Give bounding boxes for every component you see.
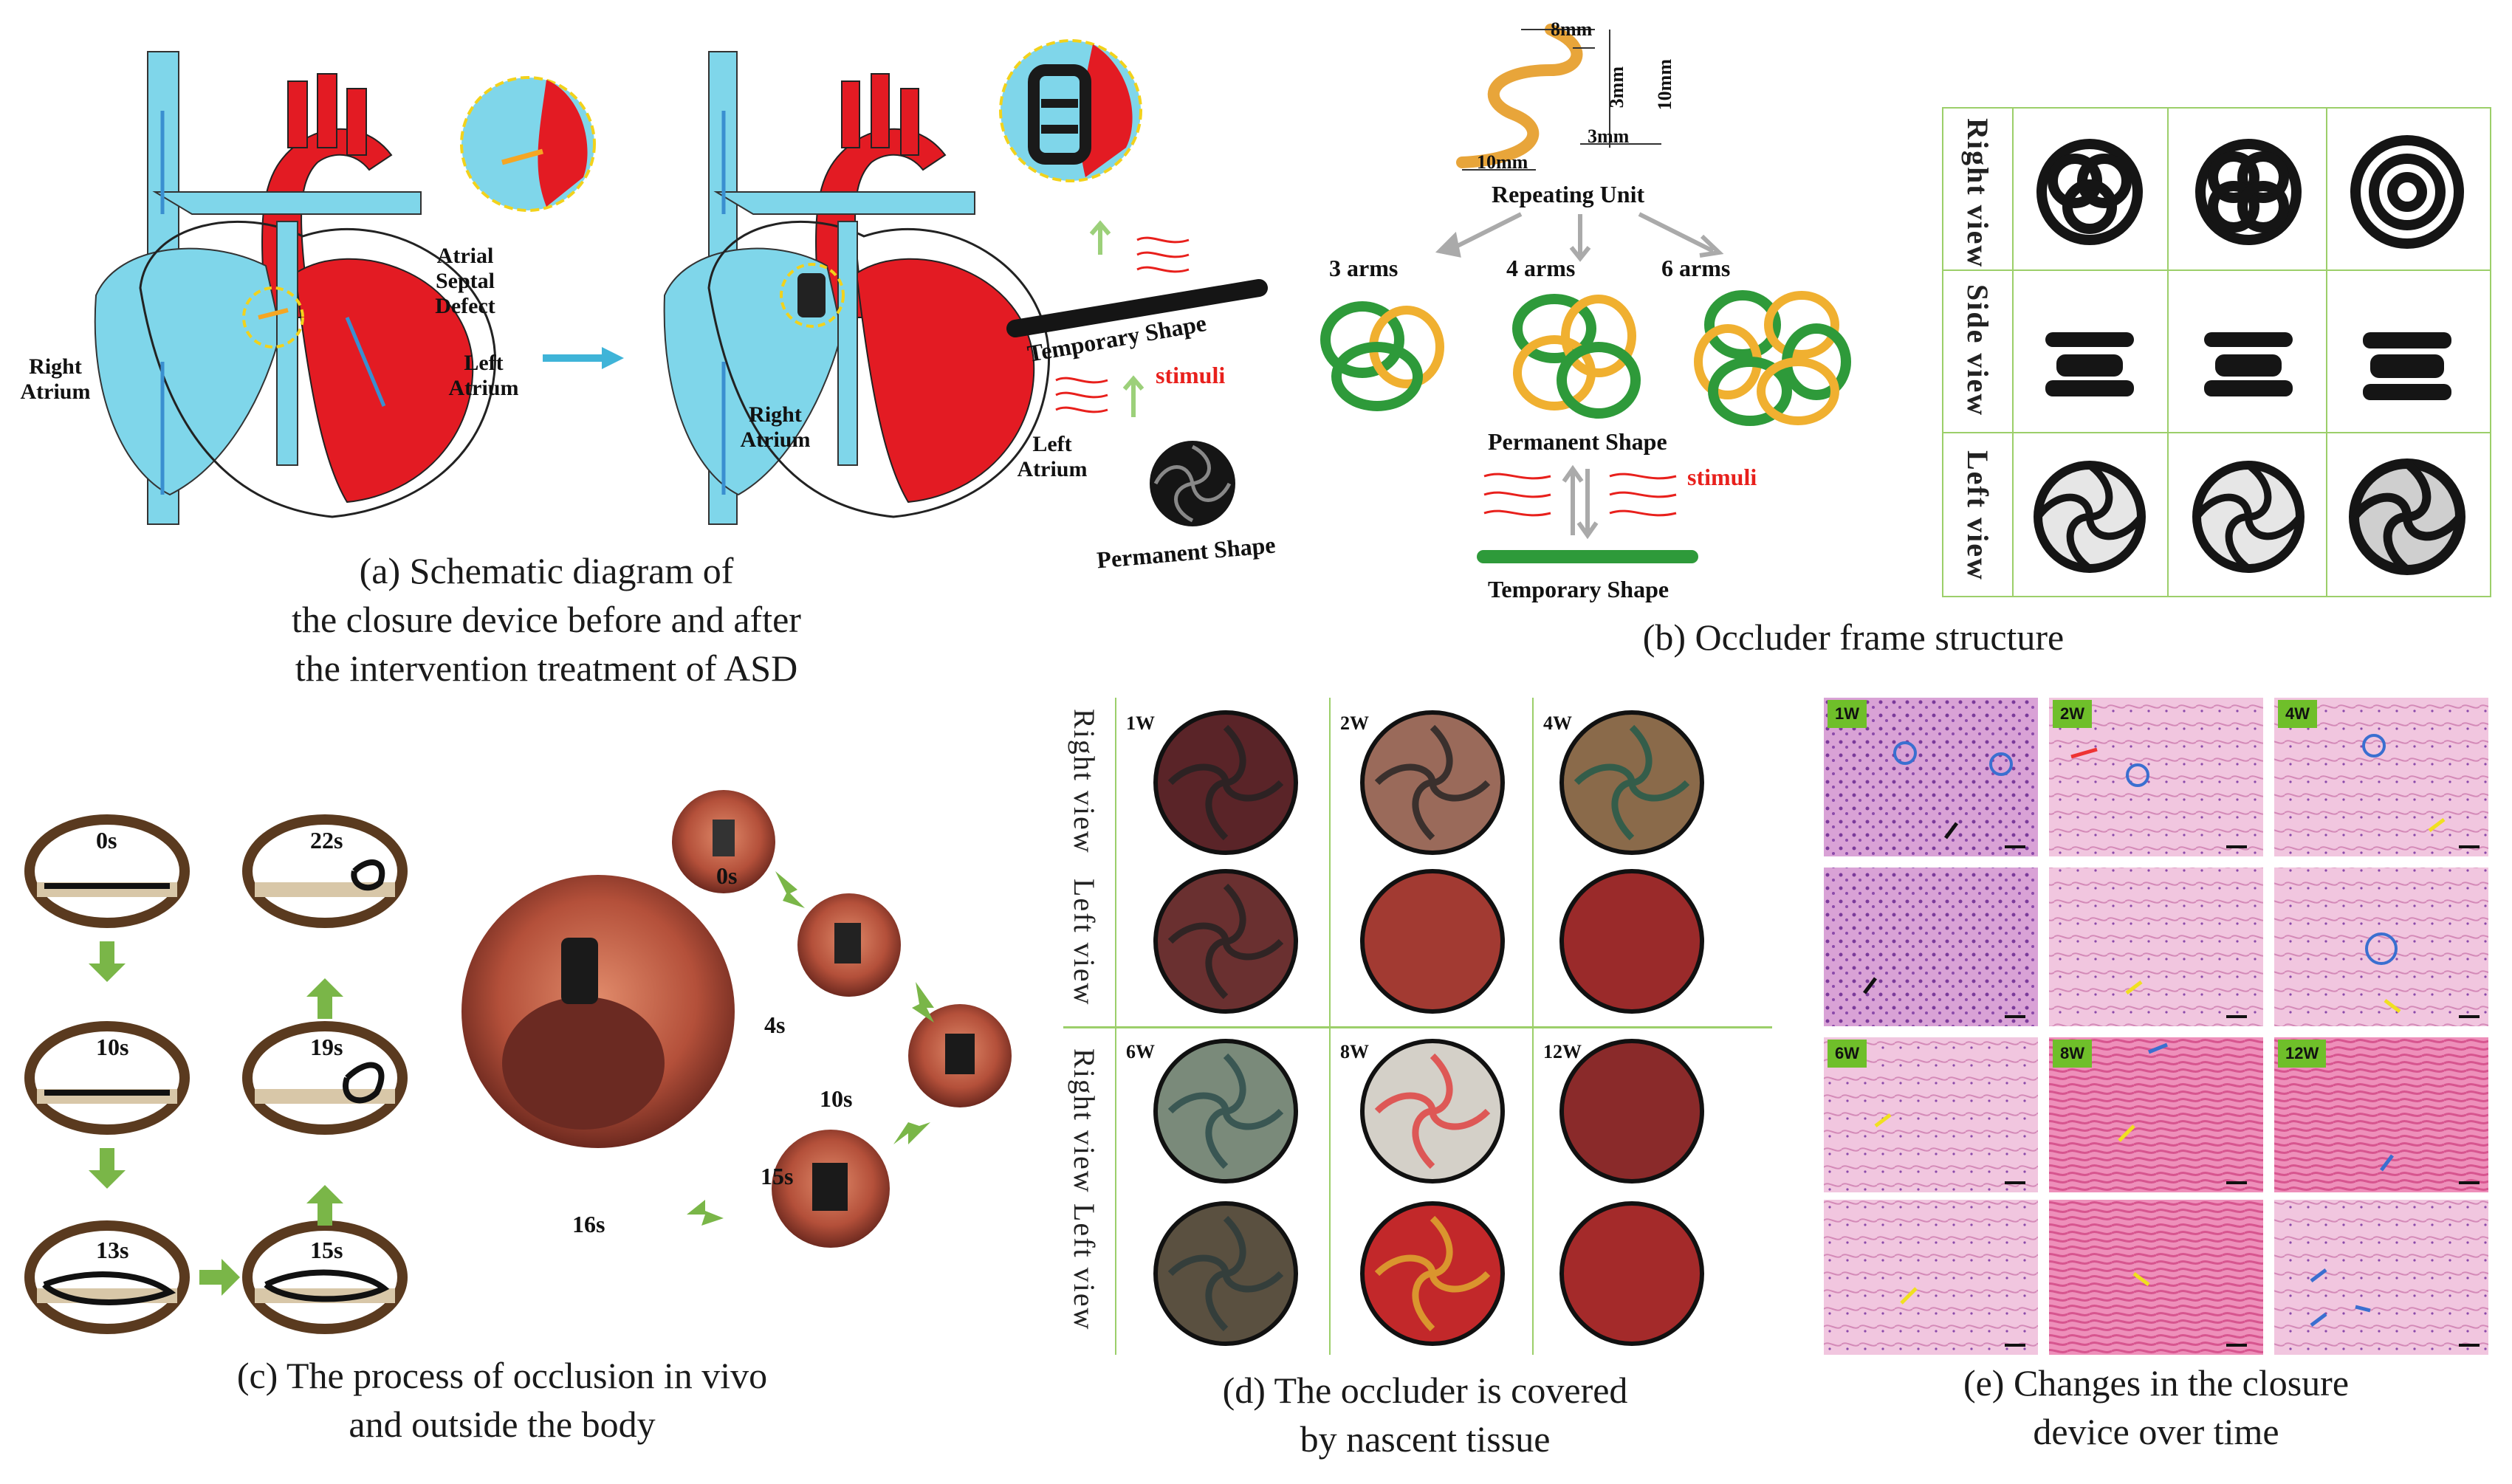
- d-week-2w: 2W: [1340, 712, 1369, 734]
- heart-after-diagram: [663, 51, 1050, 525]
- e-week-1w: 1W: [1828, 700, 1867, 728]
- histology-grid: [1824, 698, 2488, 1355]
- permanent-shape-disc: [1150, 441, 1235, 526]
- dim-top: 8mm: [1551, 18, 1593, 40]
- time-vivo-4s: 4s: [764, 1011, 786, 1038]
- view-grid: [1942, 107, 2491, 597]
- panel-d-caption: (d) The occluder is covered by nascent t…: [1222, 1370, 1628, 1460]
- temporary-shape-rod: [1006, 279, 1268, 337]
- label-temporary-shape-b: Temporary Shape: [1488, 576, 1669, 602]
- label-3-arms: 3 arms: [1329, 255, 1399, 281]
- d-week-1w: 1W: [1126, 712, 1155, 734]
- dim-bottom-left: 10mm: [1477, 151, 1528, 173]
- view-label-side: Side view: [1961, 284, 1994, 417]
- label-right-atrium-after: Right Atrium: [740, 402, 811, 452]
- dim-mid: 3mm: [1606, 66, 1627, 109]
- view-label-left: Left view: [1961, 450, 1994, 581]
- panel-c-caption: (c) The process of occlusion in vivo and…: [236, 1355, 768, 1445]
- d-week-6w: 6W: [1126, 1041, 1155, 1062]
- label-left-atrium-before: Left Atrium: [448, 351, 519, 400]
- label-4-arms: 4 arms: [1506, 255, 1576, 281]
- time-outside-22s: 22s: [310, 827, 343, 853]
- time-vivo-15s: 15s: [761, 1163, 794, 1189]
- outside-body-frames: [24, 814, 408, 1334]
- tissue-covered-occluders: [1153, 710, 1704, 1346]
- label-stimuli-a: stimuli: [1156, 362, 1226, 388]
- time-vivo-16s: 16s: [572, 1211, 605, 1237]
- time-outside-15s: 15s: [310, 1237, 343, 1263]
- time-vivo-10s: 10s: [820, 1085, 853, 1112]
- panel-a-caption: (a) Schematic diagram of the closure dev…: [292, 550, 801, 689]
- stimuli-arrows-b: [1483, 464, 1677, 540]
- label-6-arms: 6 arms: [1661, 255, 1731, 281]
- label-stimuli-b: stimuli: [1687, 464, 1757, 490]
- repeating-unit-diagram: [1456, 24, 1661, 171]
- label-permanent-shape-b: Permanent Shape: [1488, 428, 1667, 455]
- d-row-right-1: Right view: [1068, 709, 1101, 854]
- d-week-4w: 4W: [1543, 712, 1572, 734]
- e-week-12w: 12W: [2278, 1040, 2327, 1068]
- panel-e-caption: (e) Changes in the closure device over t…: [1963, 1362, 2350, 1452]
- label-right-atrium-before: Right Atrium: [20, 354, 91, 404]
- time-vivo-0s: 0s: [716, 862, 738, 889]
- occluder-views-photos: [2034, 135, 2465, 575]
- coil-6-arms: [1694, 290, 1851, 426]
- e-week-8w: 8W: [2053, 1040, 2092, 1068]
- coil-3-arms: [1320, 301, 1444, 411]
- d-row-right-2: Right view: [1068, 1048, 1101, 1194]
- time-outside-19s: 19s: [310, 1034, 343, 1060]
- coil-4-arms: [1512, 294, 1641, 419]
- panel-b-caption: (b) Occluder frame structure: [1642, 616, 2065, 658]
- dim-bottom-right: 3mm: [1588, 126, 1630, 147]
- heart-before-diagram: [94, 51, 496, 525]
- time-outside-0s: 0s: [96, 827, 117, 853]
- label-atrial-septal-defect: Atrial Septal Defect: [435, 244, 495, 318]
- dim-right: 10mm: [1654, 59, 1675, 111]
- d-week-12w: 12W: [1543, 1041, 1582, 1062]
- transition-arrow-icon: [543, 347, 624, 369]
- stimuli-arrows-a: [1055, 220, 1190, 417]
- label-left-atrium-after: Left Atrium: [1017, 432, 1088, 481]
- d-row-left-2: Left view: [1068, 1203, 1101, 1331]
- view-label-right: Right view: [1961, 118, 1994, 269]
- in-vivo-photos: [461, 790, 1012, 1248]
- e-week-4w: 4W: [2278, 700, 2317, 728]
- temporary-shape-rod-b: [1477, 550, 1698, 563]
- time-outside-13s: 13s: [96, 1237, 129, 1263]
- label-permanent-shape-a: Permanent Shape: [1095, 531, 1277, 574]
- d-week-8w: 8W: [1340, 1041, 1369, 1062]
- device-zoom-circle: [999, 39, 1142, 182]
- label-repeating-unit: Repeating Unit: [1492, 181, 1645, 207]
- branch-arrows: [1435, 212, 1724, 262]
- e-week-2w: 2W: [2053, 700, 2092, 728]
- defect-zoom-circle: [460, 76, 596, 212]
- d-row-left-1: Left view: [1068, 879, 1101, 1006]
- e-week-6w: 6W: [1828, 1040, 1867, 1068]
- time-outside-10s: 10s: [96, 1034, 129, 1060]
